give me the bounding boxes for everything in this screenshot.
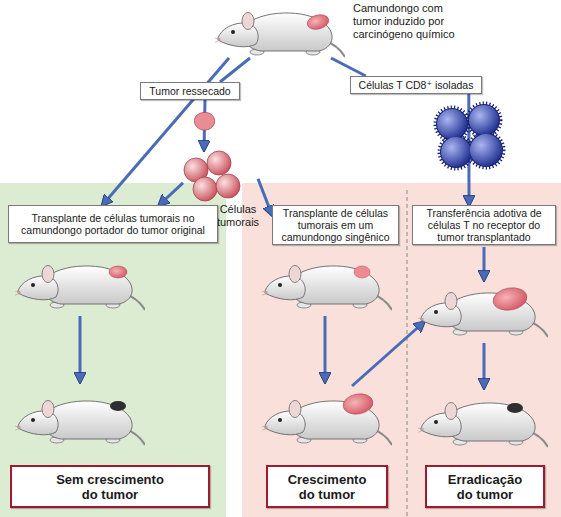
mouse-illustration	[260, 266, 392, 311]
mouse-illustration	[416, 293, 548, 338]
tumor-mark	[341, 392, 374, 417]
node-text: Crescimento do tumor	[282, 472, 372, 502]
flow-connector	[159, 183, 183, 205]
flow-connector	[103, 58, 230, 205]
process-box: Transplante de células tumorais no camun…	[8, 205, 218, 243]
flow-arrow	[324, 316, 327, 382]
node-text: Tumor ressecado	[149, 85, 230, 97]
flow-arrow	[483, 343, 486, 388]
scar-mark	[110, 401, 126, 411]
tumor-cells	[184, 151, 240, 201]
node-text: Camundongo com tumor induzido por carcin…	[353, 2, 459, 41]
process-box: Transplante de células tumorais em um ca…	[272, 205, 399, 245]
text-holder: Tumor ressecado	[149, 85, 230, 97]
node-text: Células tumorais	[216, 203, 260, 229]
flow-connector	[331, 58, 366, 76]
dashed-divider	[407, 190, 408, 517]
node-text: Células T CD8⁺ isoladas	[359, 79, 474, 91]
tumor-mark	[109, 266, 127, 278]
text-holder: Sem crescimento do tumor	[54, 472, 166, 502]
tumor-mark	[306, 12, 331, 31]
text-holder: Células T CD8⁺ isoladas	[359, 79, 474, 91]
node-text: Sem crescimento do tumor	[54, 472, 166, 502]
tumor-mark	[354, 266, 370, 278]
tumor-mark	[491, 285, 528, 313]
mouse-illustration	[13, 401, 145, 446]
process-box: Transferência adotiva de células T no re…	[412, 205, 556, 245]
mouse-illustration	[260, 401, 392, 446]
text-holder: Transplante de células tumorais no camun…	[12, 212, 214, 236]
green-panel	[0, 183, 226, 517]
resected-tumor	[194, 112, 214, 130]
step-box: Células T CD8⁺ isoladas	[350, 76, 482, 94]
node-text: Transplante de células tumorais em um ca…	[276, 207, 395, 243]
text-holder: Transplante de células tumorais em um ca…	[276, 207, 395, 243]
node-text: Erradicação do tumor	[440, 472, 530, 502]
pink-panel	[242, 183, 561, 517]
flow-arrow	[79, 316, 82, 382]
flow-arrow	[483, 247, 486, 280]
scar-mark	[507, 403, 523, 413]
node-text: Transplante de células tumorais no camun…	[12, 212, 214, 236]
text-holder: Camundongo com tumor induzido por carcin…	[353, 2, 459, 41]
mouse-illustration	[213, 13, 345, 58]
mouse-illustration	[416, 403, 548, 448]
t-cells	[436, 104, 503, 168]
text-holder: Transferência adotiva de células T no re…	[416, 207, 552, 243]
result-box: Erradicação do tumor	[425, 465, 545, 508]
text-holder: Erradicação do tumor	[440, 472, 530, 502]
result-box: Sem crescimento do tumor	[10, 465, 210, 508]
text-holder: Células tumorais	[216, 203, 260, 229]
text-holder: Crescimento do tumor	[282, 472, 372, 502]
flow-connector	[258, 179, 272, 215]
step-box: Tumor ressecado	[140, 82, 240, 100]
mouse-illustration	[13, 266, 145, 311]
result-box: Crescimento do tumor	[266, 465, 388, 508]
node-text: Transferência adotiva de células T no re…	[416, 207, 552, 243]
subject-mouse: Camundongo com tumor induzido por carcin…	[205, 0, 505, 58]
flow-arrow	[352, 322, 424, 386]
